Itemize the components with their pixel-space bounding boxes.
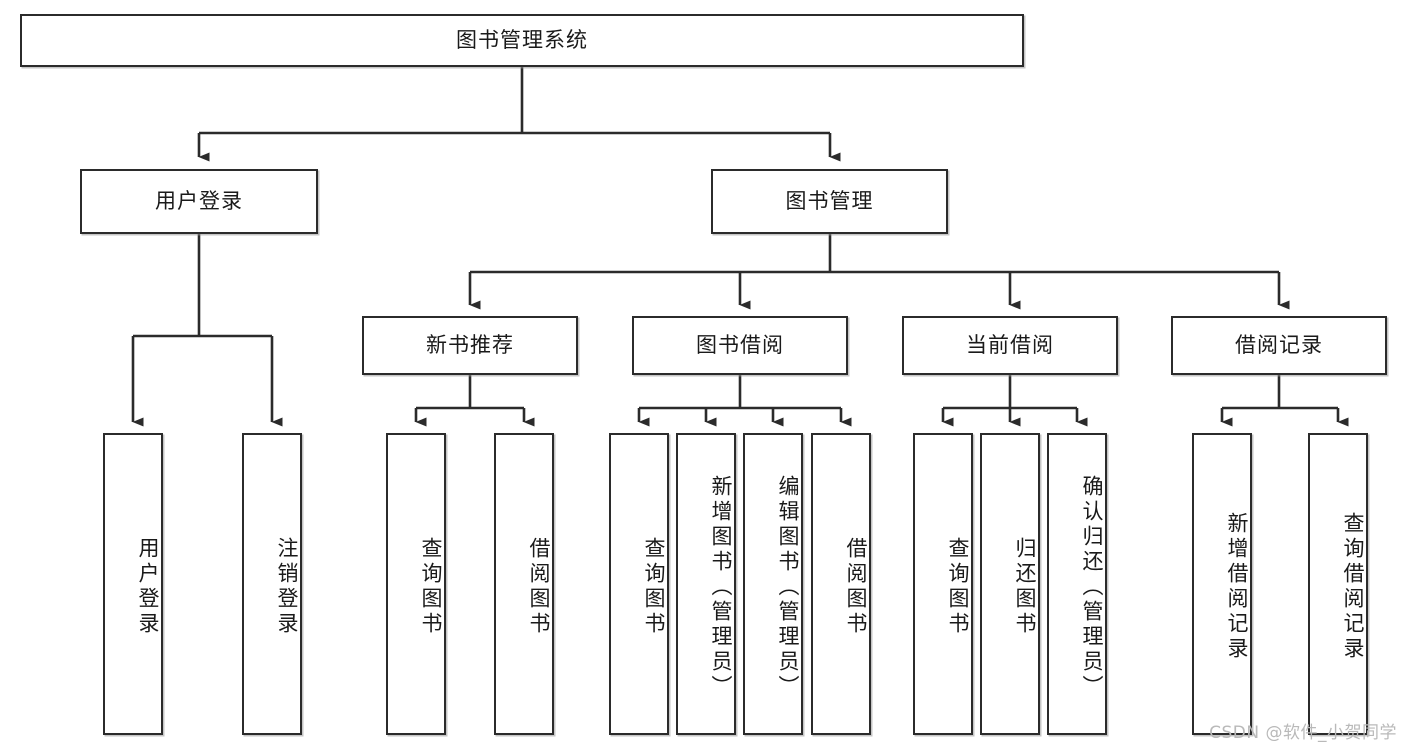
leaf-recommend-query-book[interactable]: 查询图书: [386, 433, 446, 735]
leaf-add-borrow-record[interactable]: 新增借阅记录: [1192, 433, 1252, 735]
leaf-confirm-return-admin[interactable]: 确认归还（管理员）: [1047, 433, 1107, 735]
leaf-recommend-borrow-book-label: 借阅图书: [527, 537, 551, 637]
leaf-add-borrow-record-label: 新增借阅记录: [1225, 512, 1249, 662]
leaf-borrow-borrow-book[interactable]: 借阅图书: [811, 433, 871, 735]
node-current-borrow-label: 当前借阅: [966, 332, 1054, 357]
leaf-borrow-borrow-book-label: 借阅图书: [844, 537, 868, 637]
leaf-user-login[interactable]: 用户登录: [103, 433, 163, 735]
node-book-management[interactable]: 图书管理: [711, 169, 948, 234]
node-borrow-records[interactable]: 借阅记录: [1171, 316, 1387, 375]
node-book-borrow-label: 图书借阅: [696, 332, 784, 357]
node-new-book-recommend[interactable]: 新书推荐: [362, 316, 578, 375]
node-book-borrow[interactable]: 图书借阅: [632, 316, 848, 375]
watermark: CSDN @软件_小贺同学: [1209, 723, 1397, 743]
node-current-borrow[interactable]: 当前借阅: [902, 316, 1118, 375]
node-book-management-label: 图书管理: [785, 188, 874, 213]
leaf-user-login-label: 用户登录: [136, 537, 160, 637]
leaf-logout-label: 注销登录: [275, 537, 299, 637]
leaf-add-book-admin-label: 新增图书（管理员）: [709, 474, 733, 700]
node-new-book-recommend-label: 新书推荐: [426, 332, 514, 357]
leaf-recommend-borrow-book[interactable]: 借阅图书: [494, 433, 554, 735]
leaf-return-book[interactable]: 归还图书: [980, 433, 1040, 735]
leaf-borrow-query-book[interactable]: 查询图书: [609, 433, 669, 735]
node-user-login-label: 用户登录: [155, 188, 243, 213]
node-borrow-records-label: 借阅记录: [1235, 332, 1323, 357]
leaf-add-book-admin[interactable]: 新增图书（管理员）: [676, 433, 736, 735]
leaf-query-borrow-record[interactable]: 查询借阅记录: [1308, 433, 1368, 735]
node-root[interactable]: 图书管理系统: [20, 14, 1024, 67]
leaf-recommend-query-book-label: 查询图书: [419, 537, 443, 637]
leaf-current-query-book[interactable]: 查询图书: [913, 433, 973, 735]
leaf-confirm-return-admin-label: 确认归还（管理员）: [1080, 474, 1104, 700]
leaf-query-borrow-record-label: 查询借阅记录: [1341, 512, 1365, 662]
leaf-borrow-query-book-label: 查询图书: [642, 537, 666, 637]
leaf-logout[interactable]: 注销登录: [242, 433, 302, 735]
node-root-label: 图书管理系统: [456, 27, 588, 52]
leaf-edit-book-admin-label: 编辑图书（管理员）: [776, 474, 800, 700]
leaf-edit-book-admin[interactable]: 编辑图书（管理员）: [743, 433, 803, 735]
leaf-current-query-book-label: 查询图书: [946, 537, 970, 637]
node-user-login[interactable]: 用户登录: [80, 169, 318, 234]
leaf-return-book-label: 归还图书: [1013, 537, 1037, 637]
